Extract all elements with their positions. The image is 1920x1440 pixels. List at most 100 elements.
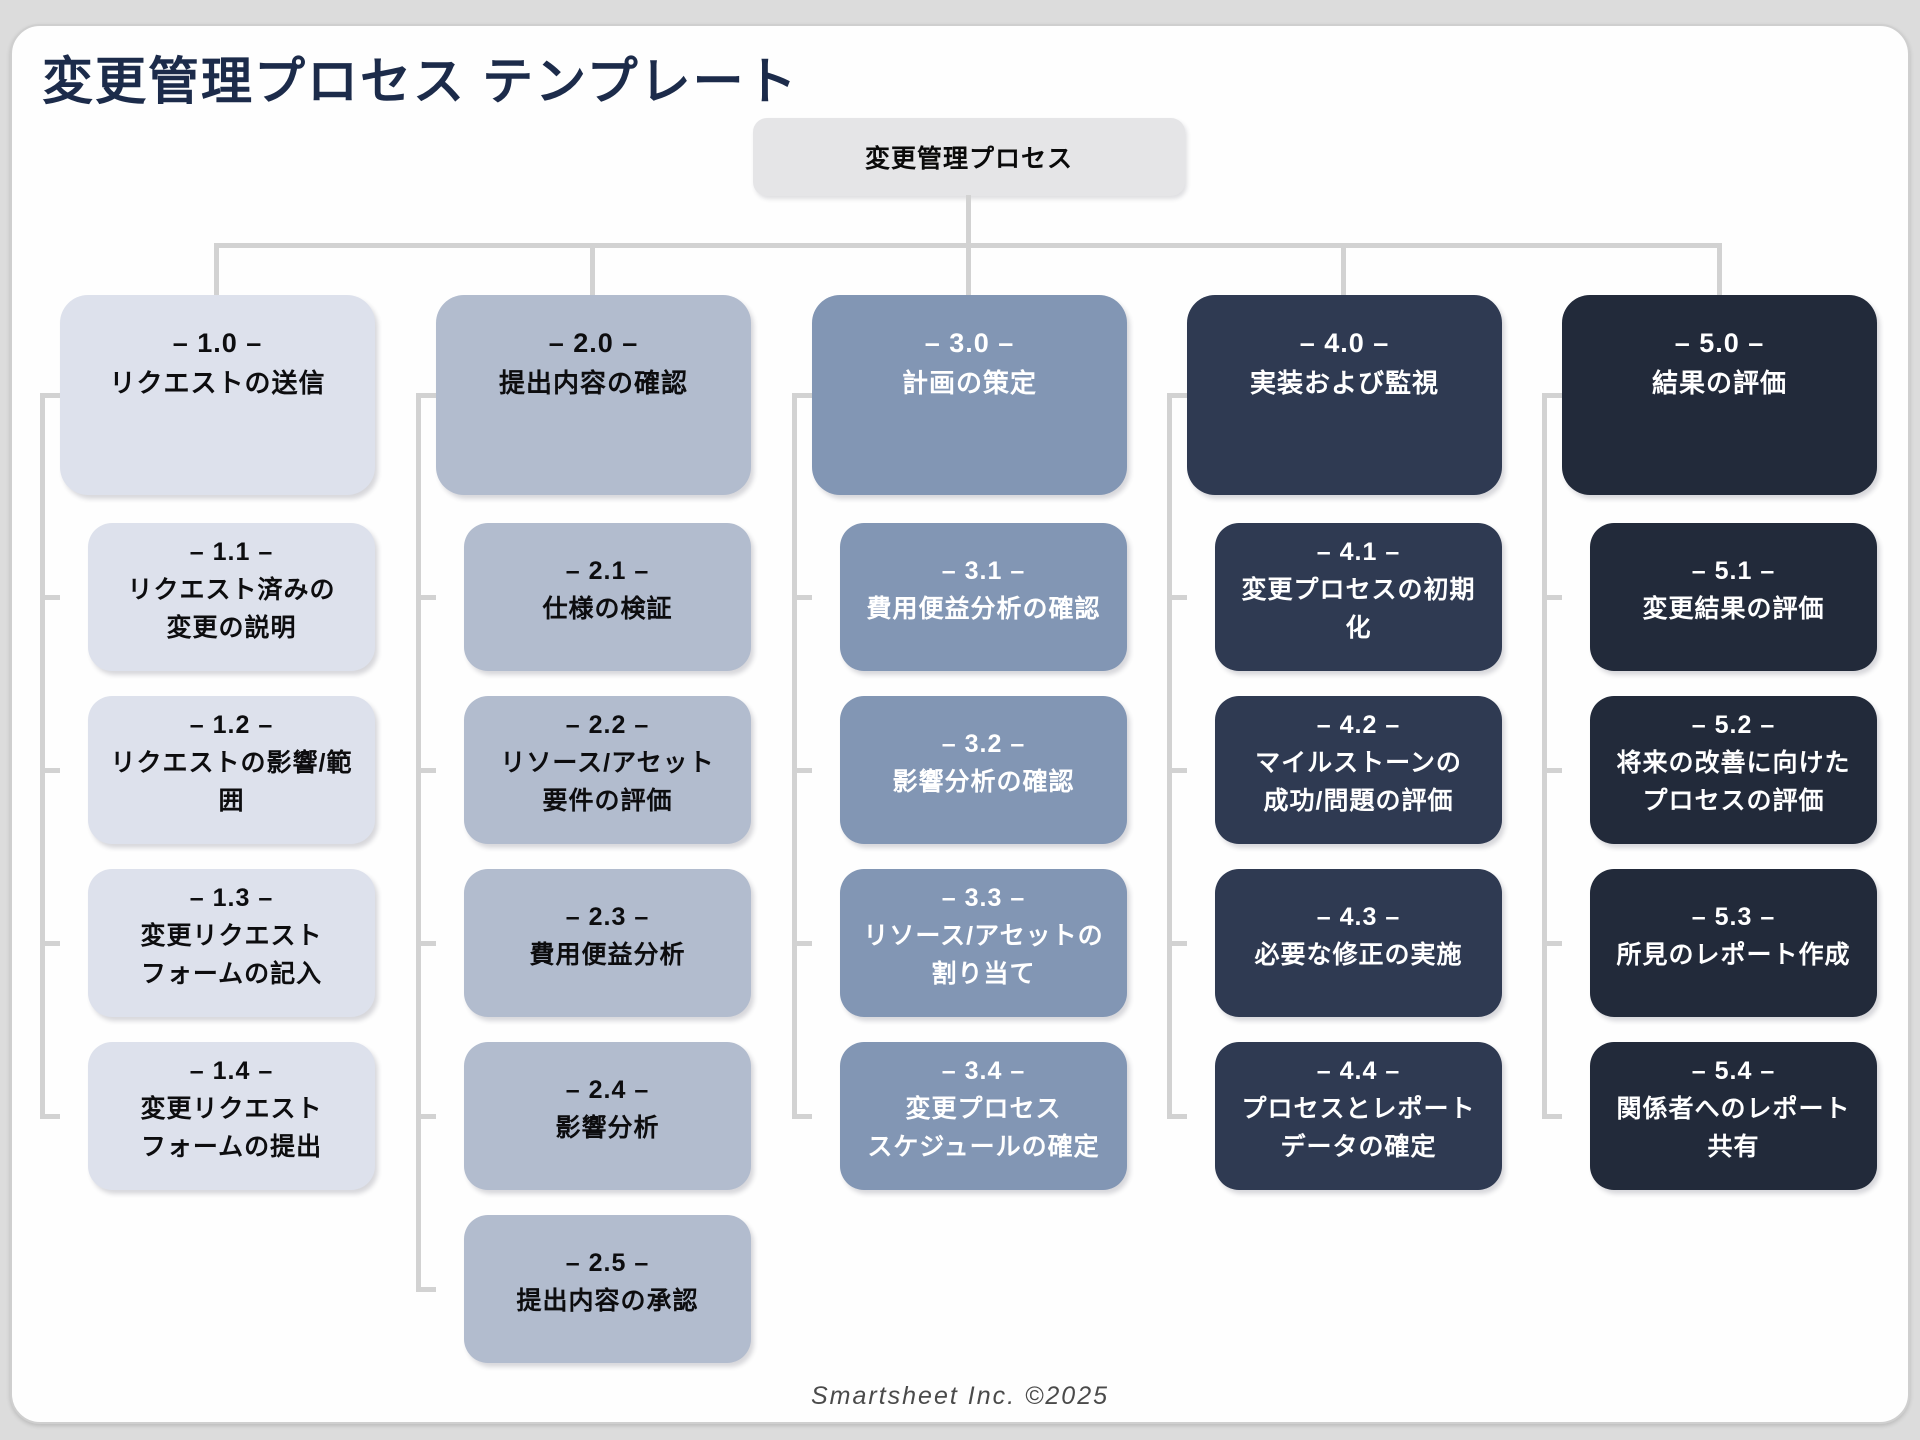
connector-spine-3 (792, 393, 797, 1119)
node-label: プロセスとレポート データの確定 (1241, 1095, 1476, 1161)
column-2: – 2.0 – 提出内容の確認 – 2.1 – 仕様の検証 – 2.2 – リソ… (416, 295, 751, 1388)
node-label: 将来の改善に向けた プロセスの評価 (1616, 749, 1851, 815)
node-3-0: – 3.0 – 計画の策定 (812, 295, 1127, 495)
connector-stub (792, 1114, 812, 1119)
node-label: 実装および監視 (1249, 368, 1439, 398)
connector-drop-2 (590, 248, 595, 295)
connector-stub (1167, 595, 1187, 600)
node-4-4: – 4.4 – プロセスとレポート データの確定 (1215, 1042, 1502, 1190)
root-node-label: 変更管理プロセス (864, 145, 1073, 173)
node-number: – 2.0 – (548, 328, 639, 358)
node-5-3: – 5.3 – 所見のレポート作成 (1590, 869, 1877, 1017)
connector-stub (1542, 1114, 1562, 1119)
node-number: – 1.0 – (172, 328, 263, 358)
node-1-3: – 1.3 – 変更リクエスト フォームの記入 (88, 869, 375, 1017)
footer-credit: Smartsheet Inc. ©2025 (810, 1382, 1110, 1410)
node-number: – 5.1 – (1691, 557, 1776, 585)
connector-drop-3 (966, 248, 971, 295)
connector-stub (1542, 595, 1562, 600)
node-number: – 3.1 – (941, 557, 1026, 585)
node-3-2: – 3.2 – 影響分析の確認 (840, 696, 1127, 844)
node-2-0: – 2.0 – 提出内容の確認 (436, 295, 751, 495)
node-number: – 1.1 – (189, 538, 274, 566)
node-label: 変更リクエスト フォームの提出 (140, 1095, 323, 1161)
node-label: 費用便益分析 (529, 941, 686, 969)
node-number: – 3.4 – (941, 1057, 1026, 1085)
node-1-0: – 1.0 – リクエストの送信 (60, 295, 375, 495)
node-label: 変更プロセスの初期化 (1241, 576, 1476, 642)
node-label: 結果の評価 (1651, 368, 1787, 398)
connector-stub (1167, 768, 1187, 773)
node-number: – 2.1 – (565, 557, 650, 585)
node-label: 提出内容の確認 (498, 368, 688, 398)
node-label: 関係者へのレポート共有 (1616, 1095, 1851, 1161)
connector-stub (792, 595, 812, 600)
node-1-2: – 1.2 – リクエストの影響/範囲 (88, 696, 375, 844)
node-label: 提出内容の承認 (516, 1287, 699, 1315)
node-label: 変更プロセス スケジュールの確定 (867, 1095, 1100, 1161)
node-label: リクエストの送信 (109, 368, 326, 398)
connector-stub (1542, 393, 1562, 398)
node-number: – 1.3 – (189, 884, 274, 912)
connector-spine-4 (1167, 393, 1172, 1119)
node-number: – 5.0 – (1674, 328, 1765, 358)
connector-stub (1167, 941, 1187, 946)
node-label: 変更結果の評価 (1642, 595, 1825, 623)
node-label: リクエストの影響/範囲 (110, 749, 353, 815)
connector-stub (1167, 393, 1187, 398)
connector-stub (1542, 768, 1562, 773)
connector-stub (416, 941, 436, 946)
node-1-1: – 1.1 – リクエスト済みの 変更の説明 (88, 523, 375, 671)
connector-top-rail (214, 243, 1722, 248)
node-label: 影響分析 (555, 1114, 660, 1142)
node-5-1: – 5.1 – 変更結果の評価 (1590, 523, 1877, 671)
node-5-2: – 5.2 – 将来の改善に向けた プロセスの評価 (1590, 696, 1877, 844)
node-number: – 4.0 – (1299, 328, 1390, 358)
connector-spine-1 (40, 393, 45, 1119)
column-5: – 5.0 – 結果の評価 – 5.1 – 変更結果の評価 – 5.2 – 将来… (1542, 295, 1877, 1215)
connector-stub (416, 1114, 436, 1119)
connector-stub (416, 768, 436, 773)
node-2-2: – 2.2 – リソース/アセット 要件の評価 (464, 696, 751, 844)
node-number: – 2.4 – (565, 1076, 650, 1104)
node-number: – 2.3 – (565, 903, 650, 931)
node-number: – 5.2 – (1691, 711, 1776, 739)
connector-root-drop (966, 195, 971, 243)
node-label: リクエスト済みの 変更の説明 (127, 576, 336, 642)
node-label: 影響分析の確認 (892, 768, 1075, 796)
node-number: – 1.4 – (189, 1057, 274, 1085)
node-label: 仕様の検証 (542, 595, 673, 623)
node-3-4: – 3.4 – 変更プロセス スケジュールの確定 (840, 1042, 1127, 1190)
connector-stub (40, 1114, 60, 1119)
node-2-5: – 2.5 – 提出内容の承認 (464, 1215, 751, 1363)
connector-drop-1 (214, 248, 219, 295)
node-1-4: – 1.4 – 変更リクエスト フォームの提出 (88, 1042, 375, 1190)
node-number: – 3.0 – (924, 328, 1015, 358)
node-number: – 5.4 – (1691, 1057, 1776, 1085)
node-label: マイルストーンの 成功/問題の評価 (1255, 749, 1462, 815)
node-number: – 4.2 – (1316, 711, 1401, 739)
connector-stub (792, 768, 812, 773)
node-label: 所見のレポート作成 (1616, 941, 1851, 969)
connector-stub (40, 941, 60, 946)
column-3: – 3.0 – 計画の策定 – 3.1 – 費用便益分析の確認 – 3.2 – … (792, 295, 1127, 1215)
node-3-1: – 3.1 – 費用便益分析の確認 (840, 523, 1127, 671)
root-node: 変更管理プロセス (753, 118, 1185, 196)
node-number: – 1.2 – (189, 711, 274, 739)
connector-stub (416, 595, 436, 600)
node-number: – 2.5 – (565, 1249, 650, 1277)
connector-stub (416, 393, 436, 398)
connector-stub (792, 941, 812, 946)
connector-drop-5 (1717, 248, 1722, 295)
connector-stub (1167, 1114, 1187, 1119)
node-3-3: – 3.3 – リソース/アセットの 割り当て (840, 869, 1127, 1017)
node-number: – 5.3 – (1691, 903, 1776, 931)
node-2-4: – 2.4 – 影響分析 (464, 1042, 751, 1190)
node-label: 変更リクエスト フォームの記入 (140, 922, 323, 988)
node-number: – 3.3 – (941, 884, 1026, 912)
connector-stub (792, 393, 812, 398)
node-number: – 4.3 – (1316, 903, 1401, 931)
connector-stub (1542, 941, 1562, 946)
node-label: 必要な修正の実施 (1254, 941, 1463, 969)
column-4: – 4.0 – 実装および監視 – 4.1 – 変更プロセスの初期化 – 4.2… (1167, 295, 1502, 1215)
